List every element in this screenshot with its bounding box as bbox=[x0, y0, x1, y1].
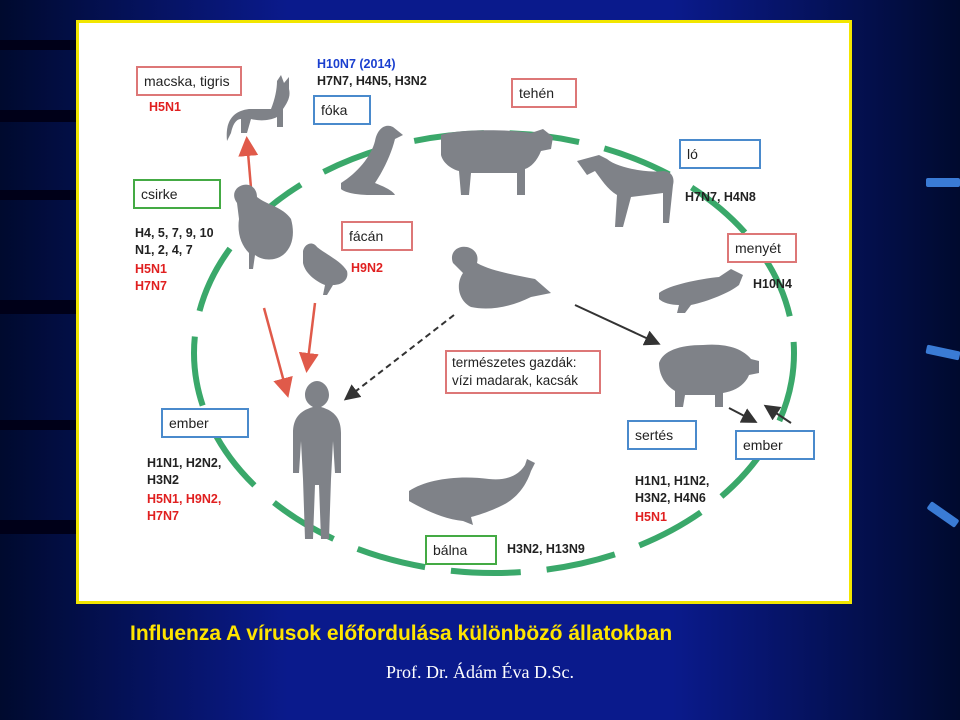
cow-icon bbox=[441, 129, 553, 195]
chicken-subtype-red-2: H7N7 bbox=[135, 279, 167, 293]
arrow-pheasant-to-human bbox=[298, 302, 319, 373]
arrow-chicken-to-human bbox=[262, 307, 293, 398]
human-subtypes-1: H1N1, H2N2, bbox=[147, 456, 222, 470]
human-subtypes-red-1: H5N1, H9N2, bbox=[147, 492, 222, 506]
pig-subtypes-2: H3N2, H4N6 bbox=[635, 491, 706, 505]
transmission-cycle bbox=[191, 130, 797, 576]
label-weasel: menyét bbox=[727, 233, 797, 263]
bg-accent bbox=[925, 344, 960, 361]
human-icon bbox=[293, 381, 341, 539]
weasel-icon bbox=[659, 269, 743, 313]
bg-accent bbox=[926, 178, 960, 187]
bg-stripe bbox=[0, 190, 80, 200]
arrow-duck-to-human bbox=[343, 314, 455, 401]
label-seal: fóka bbox=[313, 95, 371, 125]
label-horse: ló bbox=[679, 139, 761, 169]
label-natural-hosts: természetes gazdák: vízi madarak, kacsák bbox=[445, 350, 601, 394]
pheasant-icon bbox=[303, 243, 348, 295]
seal-icon bbox=[341, 125, 403, 195]
pig-subtypes-red: H5N1 bbox=[635, 510, 667, 524]
seal-subtype-2014: H10N7 (2014) bbox=[317, 57, 396, 71]
chicken-icon bbox=[234, 184, 293, 269]
bg-accent bbox=[926, 501, 960, 528]
label-human-left: ember bbox=[161, 408, 249, 438]
seal-subtypes: H7N7, H4N5, H3N2 bbox=[317, 74, 427, 88]
diagram-panel: macska, tigris H5N1 H10N7 (2014) H7N7, H… bbox=[76, 20, 852, 604]
label-human-right: ember bbox=[735, 430, 815, 460]
label-pheasant: fácán bbox=[341, 221, 413, 251]
pig-icon bbox=[659, 344, 759, 407]
chicken-subtype-red-1: H5N1 bbox=[135, 262, 167, 276]
label-pig: sertés bbox=[627, 420, 697, 450]
whale-subtypes: H3N2, H13N9 bbox=[507, 542, 585, 556]
label-cat: macska, tigris bbox=[136, 66, 242, 96]
label-cow: tehén bbox=[511, 78, 577, 108]
cat-icon bbox=[226, 75, 290, 141]
label-whale: bálna bbox=[425, 535, 497, 565]
whale-icon bbox=[409, 459, 535, 525]
horse-icon bbox=[577, 155, 674, 227]
human-subtypes-red-2: H7N7 bbox=[147, 509, 179, 523]
slide-author: Prof. Dr. Ádám Éva D.Sc. bbox=[386, 662, 574, 682]
slide-title: Influenza A vírusok előfordulása különbö… bbox=[130, 622, 673, 645]
arrow-pig-to-human bbox=[728, 407, 758, 423]
bg-stripe bbox=[0, 520, 80, 534]
arrow-chicken-to-cat bbox=[238, 136, 259, 189]
natural-hosts-line-1: természetes gazdák: bbox=[452, 355, 577, 370]
chicken-subtypes-h: H4, 5, 7, 9, 10 bbox=[135, 226, 214, 240]
pig-subtypes-1: H1N1, H1N2, bbox=[635, 474, 710, 488]
horse-subtypes: H7N7, H4N8 bbox=[685, 190, 756, 204]
natural-hosts-line-2: vízi madarak, kacsák bbox=[452, 373, 579, 388]
bg-stripe bbox=[0, 40, 80, 50]
pheasant-subtypes: H9N2 bbox=[351, 261, 383, 275]
duck-icon bbox=[451, 246, 551, 309]
cycle-diagram bbox=[191, 75, 797, 576]
cat-subtypes: H5N1 bbox=[149, 100, 181, 114]
bg-stripe bbox=[0, 420, 80, 430]
human-subtypes-2: H3N2 bbox=[147, 473, 179, 487]
bg-stripe bbox=[0, 110, 80, 122]
arrow-human-to-pig bbox=[763, 404, 792, 424]
chicken-subtypes-n: N1, 2, 4, 7 bbox=[135, 243, 193, 257]
label-chicken: csirke bbox=[133, 179, 221, 209]
bg-stripe bbox=[0, 300, 80, 314]
weasel-subtypes: H10N4 bbox=[753, 277, 792, 291]
arrow-duck-to-pig bbox=[574, 304, 661, 346]
